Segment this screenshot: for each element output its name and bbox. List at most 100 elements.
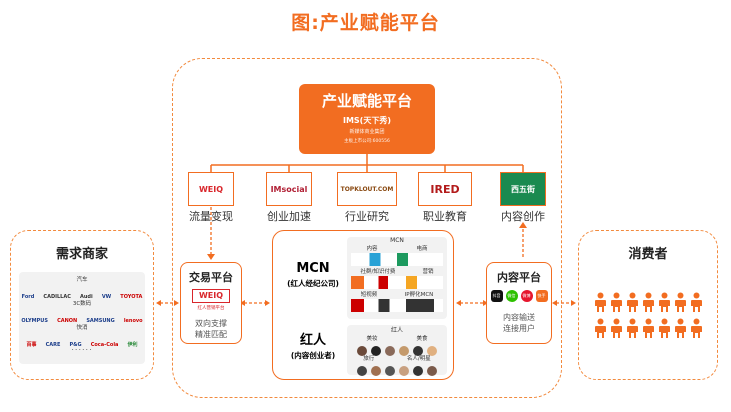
ims-logo-subtitle: 新媒体商业集团 (349, 129, 385, 135)
content-desc-2: 连接用户 (503, 324, 535, 333)
group-label: 汽车 (76, 277, 88, 283)
module-caption: 内容创作 (501, 210, 545, 223)
creator-avatar (357, 346, 367, 356)
group-label: 快消 (76, 325, 88, 331)
douyin-icon: 抖音 (490, 290, 503, 302)
creator-category: 美食 (416, 336, 428, 342)
module-topklout: TOPKLOUT.COM (337, 172, 397, 206)
mcn-category: 内容 (366, 246, 378, 252)
trade-title: 交易平台 (189, 271, 233, 284)
creator-avatar (399, 366, 409, 376)
ims-logo: IMS(天下秀) (342, 116, 391, 125)
person-icon (690, 292, 702, 312)
creator-box-label: 红人 (390, 327, 403, 334)
wechat-icon: 微信 (505, 290, 518, 302)
mcn-category: 社群/知识付费 (360, 269, 396, 275)
hub-platform-box: 产业赋能平台 IMS(天下秀) 新媒体商业集团 主板上市公司:600556 (299, 84, 435, 154)
ired-logo: IRED (418, 172, 472, 206)
module-ired: IRED (418, 172, 472, 206)
consumer-title: 消费者 (628, 247, 668, 262)
person-icon (658, 292, 670, 312)
creator-avatar (413, 346, 423, 356)
creator-avatar (371, 366, 381, 376)
person-icon (594, 292, 606, 312)
mcn-category: 营销 (422, 269, 434, 275)
creator-subtitle: (内容创业者) (290, 351, 336, 360)
creator-avatar (357, 366, 367, 376)
brand-logo: CADILLAC (43, 294, 71, 300)
consumer-icon-grid (587, 292, 709, 338)
person-icon (626, 292, 638, 312)
brand-logo: Audi (79, 294, 93, 300)
person-icon (674, 318, 686, 338)
creator-category: 旅行 (363, 356, 375, 362)
demand-merchants-panel: 需求商家 汽车 Ford CADILLAC Audi VW TOYOTA 3C数… (10, 230, 154, 380)
module-caption: 创业加速 (267, 210, 311, 223)
person-icon (642, 292, 654, 312)
group-label: 3C数码 (72, 301, 92, 307)
diagram-title: 图:产业赋能平台 (291, 12, 440, 34)
brand-logo: P&G (69, 342, 82, 348)
topklout-logo: TOPKLOUT.COM (337, 172, 397, 206)
module-caption: 职业教育 (423, 210, 467, 223)
hub-title: 产业赋能平台 (321, 92, 412, 110)
brand-logo: CANON (57, 318, 78, 324)
brand-logo: OLYMPUS (21, 318, 48, 324)
more-ellipsis: ...... (71, 343, 93, 352)
person-icon (690, 318, 702, 338)
creator-avatar-box: 红人 美妆 美食 旅行 名人/明星 (347, 325, 447, 376)
mcn-creator-panel: MCN (红人经纪公司) 红人 (内容创业者) MCN 内容 电商 社群/知识付… (272, 230, 454, 380)
xiwujie-logo: 西五街 (500, 172, 546, 206)
brand-logo: Ford (21, 294, 35, 300)
creator-avatar (385, 346, 395, 356)
content-platform-box: 内容平台 抖音 微信 微博 快手 内容输送 连接用户 (486, 262, 552, 344)
person-icon (610, 318, 622, 338)
brand-logo: 百事 (26, 342, 37, 348)
creator-title: 红人 (299, 333, 326, 348)
mcn-box-label: MCN (390, 237, 404, 244)
creator-category: 美妆 (366, 336, 378, 342)
brand-logo: VW (101, 294, 112, 300)
trade-desc-1: 双向支撑 (195, 319, 227, 328)
mcn-category: 短视频 (360, 292, 378, 298)
module-caption: 流量变现 (189, 210, 233, 223)
mcn-category: IP孵化MCN (404, 292, 434, 298)
creator-avatar (427, 346, 437, 356)
module-xiwujie: 西五街 (500, 172, 546, 206)
imsocial-logo: IMsocial (266, 172, 312, 206)
creator-avatar (427, 366, 437, 376)
mcn-logo-box: MCN 内容 电商 社群/知识付费 营销 短视频 IP孵化MCN (347, 237, 447, 319)
trade-desc-2: 精准匹配 (195, 330, 227, 339)
weiq-small-logo-sub: 红人营销平台 (197, 306, 225, 311)
person-icon (674, 292, 686, 312)
brand-logo: CARE (45, 342, 61, 348)
platform-boundary (172, 58, 562, 398)
mcn-title: MCN (296, 261, 330, 276)
content-title: 内容平台 (497, 271, 541, 284)
person-icon (658, 318, 670, 338)
brand-logo: lenovo (123, 318, 143, 324)
creator-avatar (399, 346, 409, 356)
brand-logo: SAMSUNG (86, 318, 115, 324)
creator-avatar (371, 346, 381, 356)
person-icon (626, 318, 638, 338)
module-imsocial: IMsocial (266, 172, 312, 206)
module-caption: 行业研究 (345, 210, 389, 223)
brand-logo: 伊利 (127, 342, 138, 348)
person-icon (642, 318, 654, 338)
creator-category: 名人/明星 (406, 356, 431, 362)
person-icon (610, 292, 622, 312)
creator-avatar (413, 366, 423, 376)
person-icon (594, 318, 606, 338)
demand-title: 需求商家 (55, 247, 108, 262)
mcn-category: 电商 (416, 246, 428, 252)
weiq-small-logo: WEIQ (192, 289, 230, 303)
brand-logo: TOYOTA (120, 294, 143, 300)
weiq-logo: WEIQ (188, 172, 234, 206)
kuaishou-icon: 快手 (535, 290, 548, 302)
module-weiq: WEIQ (188, 172, 234, 206)
creator-avatar (385, 366, 395, 376)
content-desc-1: 内容输送 (503, 313, 535, 322)
consumers-panel: 消费者 (578, 230, 718, 380)
